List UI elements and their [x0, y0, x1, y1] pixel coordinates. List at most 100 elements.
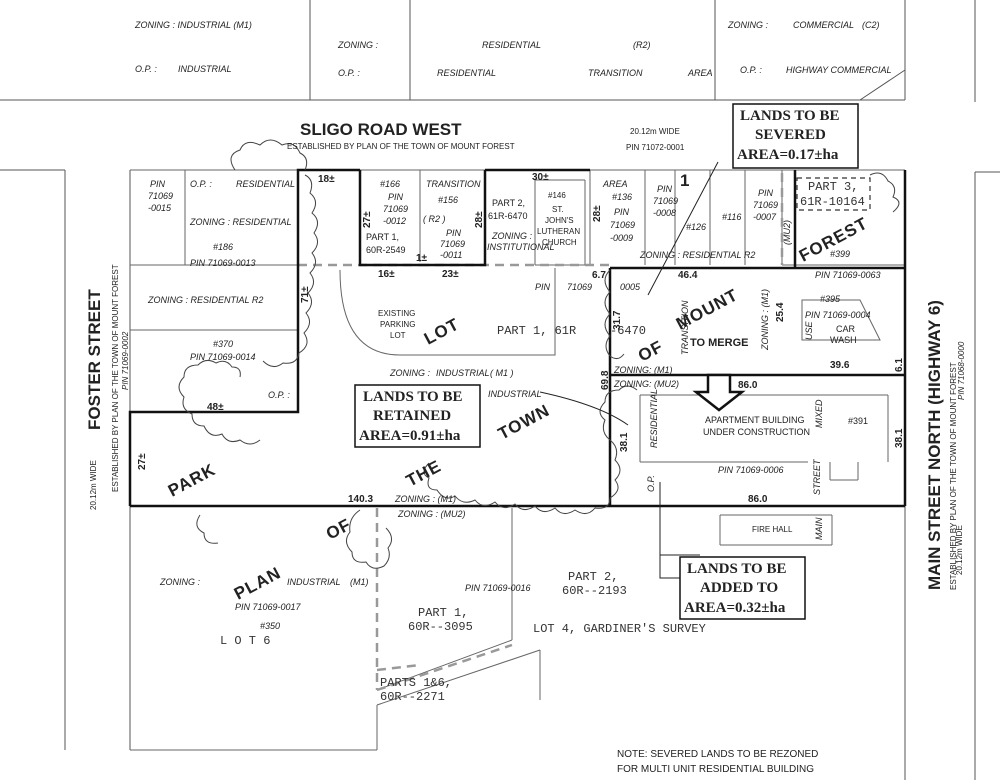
op-top-2d: AREA [687, 68, 713, 78]
part2-6470-a: PART 2, [492, 198, 525, 208]
revision-clouds [178, 139, 900, 569]
num-395: #395 [820, 294, 841, 304]
num-156: #156 [438, 195, 458, 205]
dim-18: 18± [318, 174, 335, 185]
transition-label: TRANSITION [426, 179, 481, 189]
pin-0008-c: -0008 [653, 208, 676, 218]
dim-86-a: 86.0 [738, 380, 758, 391]
dim-38-1-a: 38.1 [619, 432, 630, 452]
dim-28a: 28± [474, 211, 485, 228]
dim-6-1: 6.1 [894, 358, 905, 372]
pin-0015-c: -0015 [148, 203, 172, 213]
num-186: #186 [213, 242, 233, 252]
dim-39-6: 39.6 [830, 360, 850, 371]
church-3: LUTHERAN [537, 227, 580, 236]
part1-6470: -6470 [610, 324, 646, 338]
leaders [539, 161, 719, 579]
part2-6470-b: 61R-6470 [488, 211, 528, 221]
part3-b: 61R-10164 [800, 195, 865, 209]
zoning-top-3c: (C2) [862, 20, 880, 30]
zoning-inst-b: INSTITUTIONAL [487, 242, 555, 252]
zoning-res-r2-b: ZONING : RESIDENTIAL R2 [639, 250, 755, 260]
foster-established: ESTABLISHED BY PLAN OF THE TOWN OF MOUNT… [111, 264, 120, 492]
dim-16: 16± [378, 269, 395, 280]
sligo-road-label: SLIGO ROAD WEST [300, 120, 462, 139]
word-lot: LOT [421, 314, 463, 348]
retained-line-3: AREA=0.91±ha [359, 428, 461, 444]
pin-0011-b: 71069 [440, 239, 465, 249]
zoning-top-1: ZONING : INDUSTRIAL (M1) [134, 20, 252, 30]
word-the: THE [403, 456, 445, 490]
severed-line-2: SEVERED [755, 127, 826, 143]
num-370: #370 [213, 339, 233, 349]
op-top-2: O.P. : [338, 68, 360, 78]
zoning-industrial-c: ( M1 ) [490, 368, 514, 378]
parking-3: LOT [390, 331, 406, 340]
pin-0014: PIN 71069-0014 [190, 352, 256, 362]
zoning-lower-a: ZONING : [159, 577, 200, 587]
residential-vert: RESIDENTIAL [649, 389, 659, 448]
num-399: #399 [830, 249, 850, 259]
op-top-3b: HIGHWAY COMMERCIAL [786, 65, 892, 75]
word-park: PARK [165, 460, 219, 501]
dim-1: 1± [416, 253, 428, 264]
added-line-3: AREA=0.32±ha [684, 600, 786, 616]
main-vert: MAIN [814, 517, 824, 540]
parts-1-6-a: PARTS 1&6, [380, 676, 452, 690]
op-vert: O.P. [646, 475, 656, 492]
dim-71: 71± [300, 286, 311, 303]
church-4: CHURCH [542, 238, 577, 247]
num-166: #166 [380, 179, 400, 189]
church-2: JOHN'S [545, 216, 574, 225]
note-line-2: FOR MULTI UNIT RESIDENTIAL BUILDING [617, 764, 814, 775]
pin-0004: PIN 71069-0004 [805, 310, 871, 320]
pin-0005-c: 0005 [620, 282, 641, 292]
pin-0009-a: PIN [614, 207, 630, 217]
pin-0005-b: 71069 [567, 282, 592, 292]
dim-46-4: 46.4 [678, 270, 698, 281]
main-established: ESTABLISHED BY PLAN OF THE TOWN OF MOUNT… [949, 362, 958, 590]
pin-0009-b: 71069 [610, 220, 635, 230]
op-top-2b: RESIDENTIAL [437, 68, 496, 78]
zoning-mu2-right: ZONING: (MU2) [613, 379, 679, 389]
parking-2: PARKING [380, 320, 415, 329]
mixed-vert: MIXED [814, 399, 824, 428]
pin-0063: PIN 71069-0063 [815, 270, 881, 280]
use-label: USE [804, 320, 814, 340]
part3-a: PART 3, [808, 180, 858, 194]
zoning-top-2b: RESIDENTIAL [482, 40, 541, 50]
parking-1: EXISTING [378, 309, 415, 318]
car-wash-2: WASH [830, 335, 857, 345]
word-one: 1 [680, 171, 690, 190]
sligo-established: ESTABLISHED BY PLAN OF THE TOWN OF MOUNT… [287, 142, 515, 151]
zoning-mu2-lower: ZONING : (MU2) [397, 509, 466, 519]
dim-48: 48± [207, 402, 224, 413]
pin-0015-b: 71069 [148, 191, 173, 201]
pin-0005-a: PIN [535, 282, 551, 292]
zoning-m1-right: ZONING: (M1) [613, 365, 673, 375]
transition-vert: TRANSITION [680, 300, 690, 355]
part1-2549-b: 60R-2549 [366, 245, 406, 255]
street-lines [0, 169, 1000, 780]
area-word: AREA [602, 179, 628, 189]
pin-0007-a: PIN [758, 188, 774, 198]
dim-30: 30± [532, 172, 549, 183]
op-top-2c: TRANSITION [588, 68, 643, 78]
severed-box [732, 103, 859, 169]
lot-4: LOT 4, GARDINER'S SURVEY [533, 622, 706, 636]
part1-61r: PART 1, 61R [497, 324, 576, 338]
part1-3095-a: PART 1, [418, 606, 468, 620]
zoning-lower-b: INDUSTRIAL [287, 577, 341, 587]
word-of-2: OF [635, 337, 667, 366]
added-box [679, 556, 806, 620]
foster-pin: PIN 71069-0002 [121, 331, 130, 390]
pin-0012-c: -0012 [383, 216, 406, 226]
r2-label: ( R2 ) [423, 214, 446, 224]
severed-line-1: LANDS TO BE [740, 108, 840, 124]
fire-hall: FIRE HALL [752, 525, 793, 534]
main-width: 20.12m WIDE [955, 525, 964, 575]
dim-28b: 28± [592, 205, 603, 222]
num-116: #116 [722, 212, 741, 222]
zoning-lower-c: (M1) [350, 577, 369, 587]
